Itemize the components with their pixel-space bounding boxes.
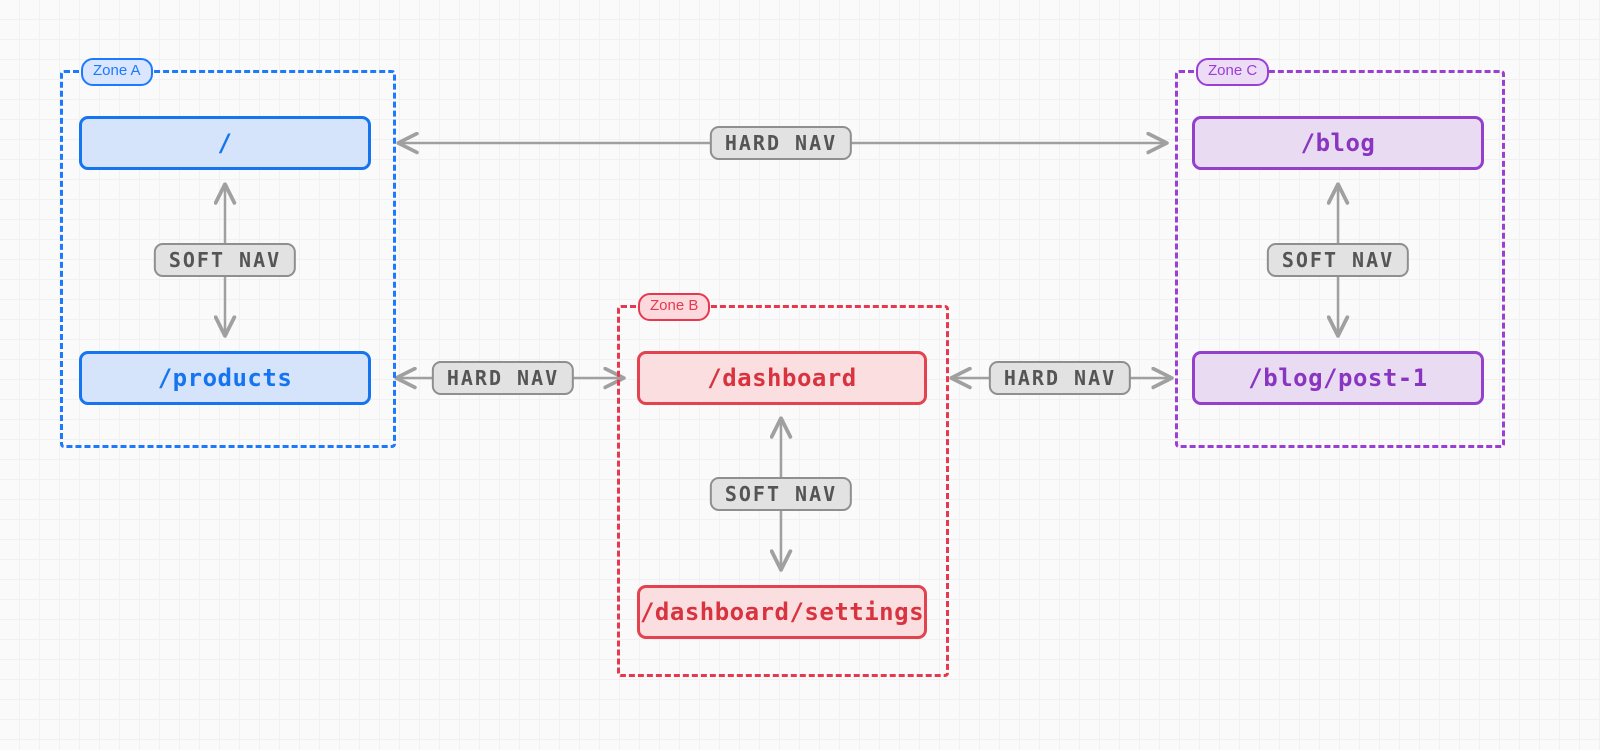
node-dashboard-settings[interactable]: /dashboard/settings [637,585,927,639]
node-products[interactable]: /products [79,351,371,405]
edge-label-hard-nav-dashboard-post1: HARD NAV [988,361,1132,395]
zone-a-label: Zone A [81,58,153,86]
node-dashboard[interactable]: /dashboard [637,351,927,405]
zone-c-label: Zone C [1196,58,1270,86]
node-blog[interactable]: /blog [1192,116,1484,170]
zone-b-label: Zone B [638,293,711,321]
zone-a[interactable]: Zone A [60,58,396,448]
node-root[interactable]: / [79,116,371,170]
edge-label-hard-nav-root-blog: HARD NAV [709,126,853,160]
edge-label-soft-nav-blog-post1: SOFT NAV [1266,243,1410,277]
zone-b[interactable]: Zone B [617,293,949,677]
node-blog-post-1[interactable]: /blog/post-1 [1192,351,1484,405]
edge-label-soft-nav-root-products: SOFT NAV [153,243,297,277]
edge-label-hard-nav-products-dashboard: HARD NAV [431,361,575,395]
edge-label-soft-nav-dashboard-settings: SOFT NAV [709,477,853,511]
zone-c[interactable]: Zone C [1175,58,1505,448]
